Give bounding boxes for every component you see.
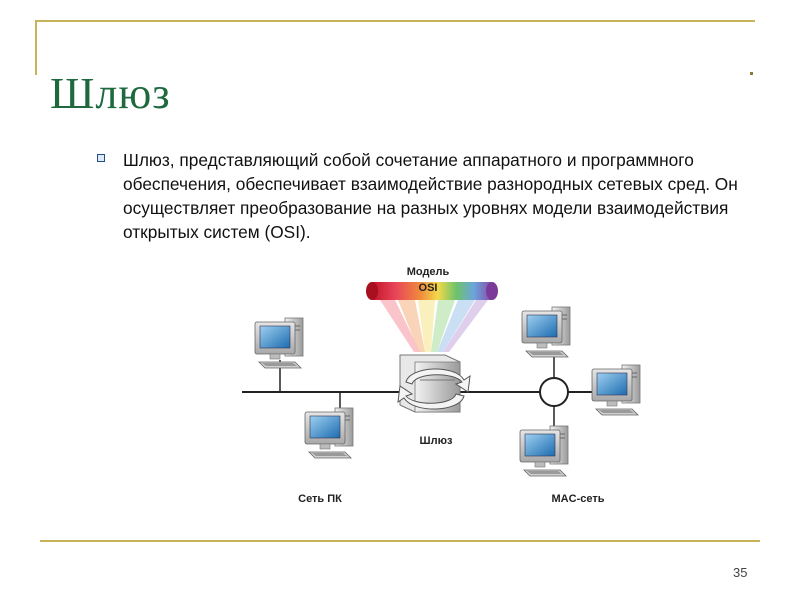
bullet-text: Шлюз, представляющий собой сочетание апп… <box>123 150 738 242</box>
bullet-square-icon <box>97 154 105 162</box>
osi-rainbow-band <box>372 282 492 300</box>
mac-bottom <box>519 425 569 477</box>
pc-top-left <box>254 317 304 369</box>
osi-beam-2 <box>398 300 425 352</box>
frame-dot <box>750 72 753 75</box>
osi-label-line1: Модель <box>407 266 450 278</box>
osi-beam-5 <box>437 300 475 352</box>
osi-beam-1 <box>380 300 420 352</box>
mac-right <box>591 364 641 416</box>
osi-beam-3 <box>418 300 435 352</box>
frame-left-line <box>35 20 37 75</box>
mac-network-label: MAC-сеть <box>552 493 605 505</box>
frame-top-line <box>35 20 755 22</box>
gateway-arrow-bottom <box>397 385 465 410</box>
osi-band-right-end <box>486 282 498 300</box>
bottom-rule <box>40 540 760 542</box>
pc-network-label: Сеть ПК <box>298 493 342 505</box>
osi-band-left-end <box>366 282 378 300</box>
pc-bottom-left <box>304 407 354 459</box>
gateway-arrow-top <box>405 368 471 393</box>
osi-beam-6 <box>443 300 488 352</box>
osi-beam-4 <box>431 300 455 352</box>
mac-top <box>521 306 571 358</box>
gateway-label: Шлюз <box>420 435 453 447</box>
slide-title: Шлюз <box>50 69 171 118</box>
mac-hub <box>539 377 569 407</box>
page-number: 35 <box>733 565 748 580</box>
osi-label-line2: OSI <box>419 282 438 294</box>
bullet-item: Шлюз, представляющий собой сочетание апп… <box>97 148 747 244</box>
